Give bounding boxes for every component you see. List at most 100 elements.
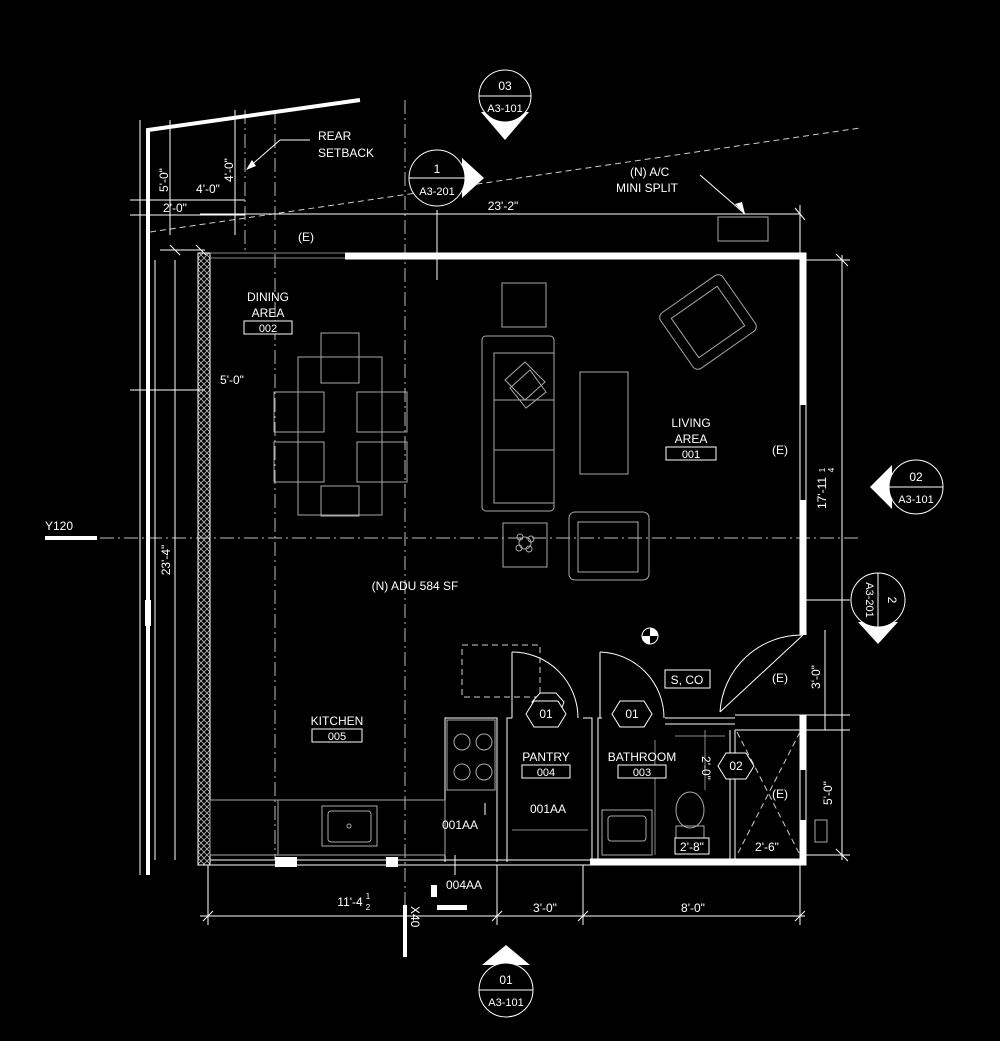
bathroom-fixtures <box>601 730 725 856</box>
svg-text:2'-8": 2'-8" <box>680 840 704 854</box>
section-mark-bottom: 01 A3-101 <box>478 945 534 1018</box>
dining-furniture <box>273 332 408 517</box>
doors <box>511 634 804 856</box>
svg-text:4: 4 <box>827 467 836 472</box>
grid-label-x: X40 <box>408 906 422 928</box>
existing-tag-right: (E) <box>772 443 788 457</box>
svg-text:001: 001 <box>682 449 700 461</box>
fixture-tag-2: 001AA <box>530 802 566 816</box>
existing-tag-door: (E) <box>772 671 788 685</box>
svg-text:A3-201: A3-201 <box>863 582 875 617</box>
svg-text:01: 01 <box>539 707 553 721</box>
svg-text:03: 03 <box>498 79 512 93</box>
svg-text:003: 003 <box>633 767 651 779</box>
svg-text:LIVING: LIVING <box>671 416 710 430</box>
ac-note-line2: MINI SPLIT <box>616 181 679 195</box>
svg-text:BATHROOM: BATHROOM <box>608 750 676 764</box>
svg-text:005: 005 <box>328 731 346 743</box>
svg-text:3'-0": 3'-0" <box>809 665 823 689</box>
right-dimension-lines <box>800 253 850 862</box>
svg-text:3'-0": 3'-0" <box>533 901 557 915</box>
svg-text:2: 2 <box>885 597 899 604</box>
svg-text:23'-4": 23'-4" <box>159 545 173 576</box>
ac-unit <box>699 174 769 242</box>
section-mark-top: 03 A3-101 <box>478 69 532 140</box>
room-dining: DINING AREA 002 <box>243 290 293 335</box>
svg-text:2'-0": 2'-0" <box>699 756 713 780</box>
svg-text:01: 01 <box>499 973 513 987</box>
ac-note-line1: (N) A/C <box>630 165 670 179</box>
exterior-walls <box>197 252 807 867</box>
svg-text:02: 02 <box>909 470 923 484</box>
wall-end-marker <box>431 885 437 897</box>
svg-text:S, CO: S, CO <box>671 673 704 687</box>
svg-text:4'-0": 4'-0" <box>196 182 220 196</box>
svg-text:1: 1 <box>818 467 827 472</box>
room-living: LIVING AREA 001 <box>665 416 717 461</box>
svg-text:23'-2": 23'-2" <box>488 199 519 213</box>
door-tag-bathroom: 01 <box>611 700 653 728</box>
svg-text:2'-6": 2'-6" <box>755 840 779 854</box>
property-line <box>139 98 361 875</box>
wall-end-marker <box>437 905 467 910</box>
room-kitchen: KITCHEN 005 <box>311 714 364 743</box>
svg-text:01: 01 <box>625 707 639 721</box>
svg-text:1: 1 <box>366 892 371 901</box>
wall-end-marker <box>145 600 151 626</box>
svg-text:5'-0": 5'-0" <box>220 373 244 387</box>
room-bathroom: BATHROOM 003 <box>608 750 676 779</box>
svg-text:AREA: AREA <box>675 432 708 446</box>
room-pantry: PANTRY 004 <box>521 750 571 779</box>
svg-text:004: 004 <box>537 767 555 779</box>
svg-text:5'-0": 5'-0" <box>157 168 171 192</box>
svg-text:02: 02 <box>729 759 743 773</box>
svg-text:1: 1 <box>434 162 441 176</box>
kitchen-fixtures <box>209 644 541 856</box>
living-furniture <box>481 274 757 581</box>
grid-marker-y120: Y120 <box>45 519 97 540</box>
rear-setback-note-line2: SETBACK <box>318 146 374 160</box>
svg-text:2'-0": 2'-0" <box>163 201 187 215</box>
svg-text:A3-101: A3-101 <box>487 103 522 115</box>
interior-walls <box>444 714 803 862</box>
svg-text:DINING: DINING <box>247 290 289 304</box>
exterior-equipment <box>814 819 828 843</box>
fixture-tag-1: 001AA <box>442 818 478 832</box>
svg-text:A3-101: A3-101 <box>898 494 933 506</box>
svg-text:KITCHEN: KITCHEN <box>311 714 364 728</box>
door-tag-pantry: 01 <box>525 692 567 728</box>
svg-text:002: 002 <box>259 323 277 335</box>
svg-text:A3-101: A3-101 <box>488 997 523 1009</box>
svg-text:8'-0": 8'-0" <box>681 901 705 915</box>
svg-text:5'-0": 5'-0" <box>821 781 835 805</box>
cleanout-tag: S, CO <box>664 669 711 689</box>
section-mark-right: 02 A3-101 <box>870 459 944 515</box>
svg-text:4'-0": 4'-0" <box>222 158 236 182</box>
section-mark-right-section: A3-201 2 <box>850 572 906 644</box>
svg-text:AREA: AREA <box>252 306 285 320</box>
fixture-tag-3: 004AA <box>446 855 482 892</box>
grid-marker-x40: X40 <box>403 905 422 957</box>
dimension-labels: 5'-0" 4'-0" 4'-0" 2'-0" 23'-2" 5'-0" 23'… <box>157 158 836 915</box>
svg-text:11'-4: 11'-4 <box>337 895 363 909</box>
svg-text:17'-11: 17'-11 <box>815 477 829 509</box>
section-mark-detail: 1 A3-201 <box>408 149 484 280</box>
svg-text:004AA: 004AA <box>446 878 482 892</box>
area-label: (N) ADU 584 SF <box>372 579 459 593</box>
existing-tag-shower: (E) <box>772 787 788 801</box>
top-left-dimensions <box>130 110 245 860</box>
rear-setback-leader <box>246 139 310 170</box>
cleanout-symbol <box>641 627 659 645</box>
rear-setback-note-line1: REAR <box>318 129 352 143</box>
door-tag-shower: 02 <box>717 752 755 780</box>
pantry-shelves <box>484 788 599 831</box>
bottom-dimension-line <box>200 865 806 925</box>
top-dimension-line <box>200 205 806 255</box>
svg-text:PANTRY: PANTRY <box>522 750 570 764</box>
grid-label-y: Y120 <box>45 519 73 533</box>
svg-text:A3-201: A3-201 <box>419 186 454 198</box>
svg-text:2: 2 <box>366 903 371 912</box>
grid-lines <box>100 100 861 950</box>
existing-tag-top: (E) <box>298 230 314 244</box>
